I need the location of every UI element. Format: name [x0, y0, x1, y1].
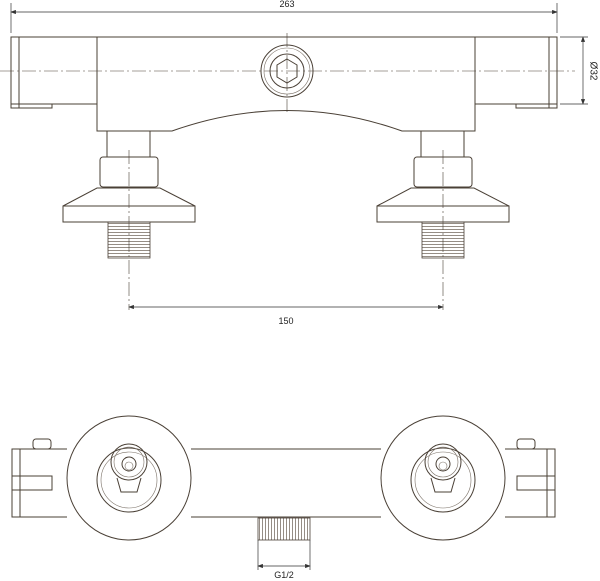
- left-connector: [62, 131, 196, 310]
- hex-plug: [260, 33, 314, 112]
- dimension-label-thread: G1/2: [274, 570, 294, 580]
- dimension-diameter: Ø32: [560, 36, 599, 105]
- main-body: [96, 36, 476, 132]
- right-end-bottom: [505, 438, 556, 518]
- dimension-label-width: 263: [279, 0, 294, 9]
- left-end-bottom: [11, 438, 67, 518]
- front-view: [0, 33, 575, 310]
- dimension-label-spacing: 150: [278, 316, 293, 326]
- right-handle-rosette: [380, 415, 506, 541]
- dimension-thread: G1/2: [257, 540, 311, 580]
- left-handle-rosette: [66, 415, 192, 541]
- outlet-thread: [257, 517, 311, 541]
- right-connector: [376, 131, 510, 310]
- bottom-view: [11, 415, 556, 541]
- dimension-overall-width: 263: [10, 0, 558, 33]
- dimension-spacing: 150: [128, 304, 444, 326]
- dimension-label-diameter: Ø32: [588, 62, 599, 81]
- right-end-cap: [475, 36, 558, 109]
- left-end-cap: [10, 36, 97, 109]
